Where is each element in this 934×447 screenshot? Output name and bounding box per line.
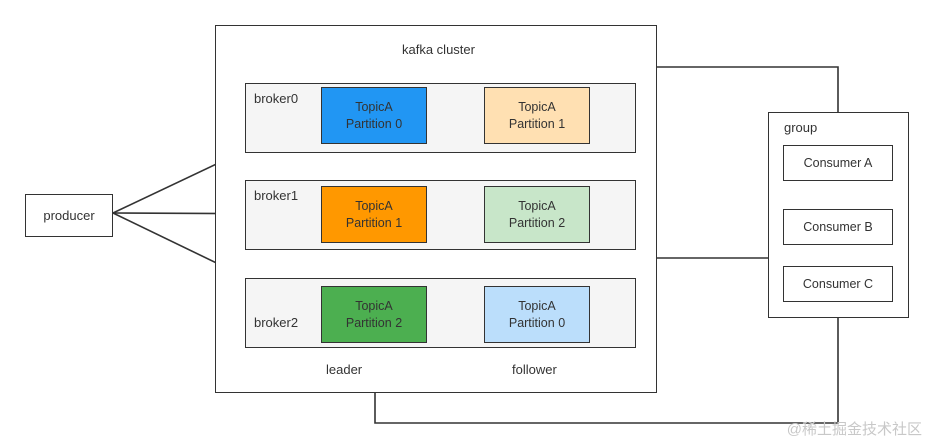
group-label: group [784,120,818,135]
partition-number: Partition 0 [508,315,566,330]
follower-column-label: follower [512,362,557,377]
partition-number: Partition 0 [345,116,403,131]
partition-b2-leader: TopicA Partition 2 [321,286,427,343]
producer-label: producer [43,208,95,223]
partition-topic: TopicA [355,298,393,313]
consumer-c: Consumer C [783,266,893,302]
partition-number: Partition 2 [508,215,566,230]
consumer-label: Consumer C [802,277,874,291]
partition-number: Partition 1 [508,116,566,131]
partition-b2-follower: TopicA Partition 0 [484,286,590,343]
broker-1-label: broker1 [254,188,299,203]
partition-topic: TopicA [518,99,556,114]
partition-number: Partition 2 [345,315,403,330]
partition-b1-follower: TopicA Partition 2 [484,186,590,243]
partition-b0-leader: TopicA Partition 0 [321,87,427,144]
partition-topic: TopicA [355,99,393,114]
partition-b0-follower: TopicA Partition 1 [484,87,590,144]
consumer-label: Consumer A [803,156,873,170]
producer-box: producer [25,194,113,237]
consumer-label: Consumer B [803,220,873,234]
leader-column-label: leader [326,362,363,377]
partition-b1-leader: TopicA Partition 1 [321,186,427,243]
partition-topic: TopicA [518,298,556,313]
partition-number: Partition 1 [345,215,403,230]
broker-2-label: broker2 [254,315,299,330]
consumer-a: Consumer A [783,145,893,181]
partition-topic: TopicA [518,198,556,213]
partition-topic: TopicA [355,198,393,213]
consumer-b: Consumer B [783,209,893,245]
watermark: @稀土掘金技术社区 [786,421,922,438]
broker-0-label: broker0 [254,91,299,106]
cluster-label: kafka cluster [402,42,475,57]
